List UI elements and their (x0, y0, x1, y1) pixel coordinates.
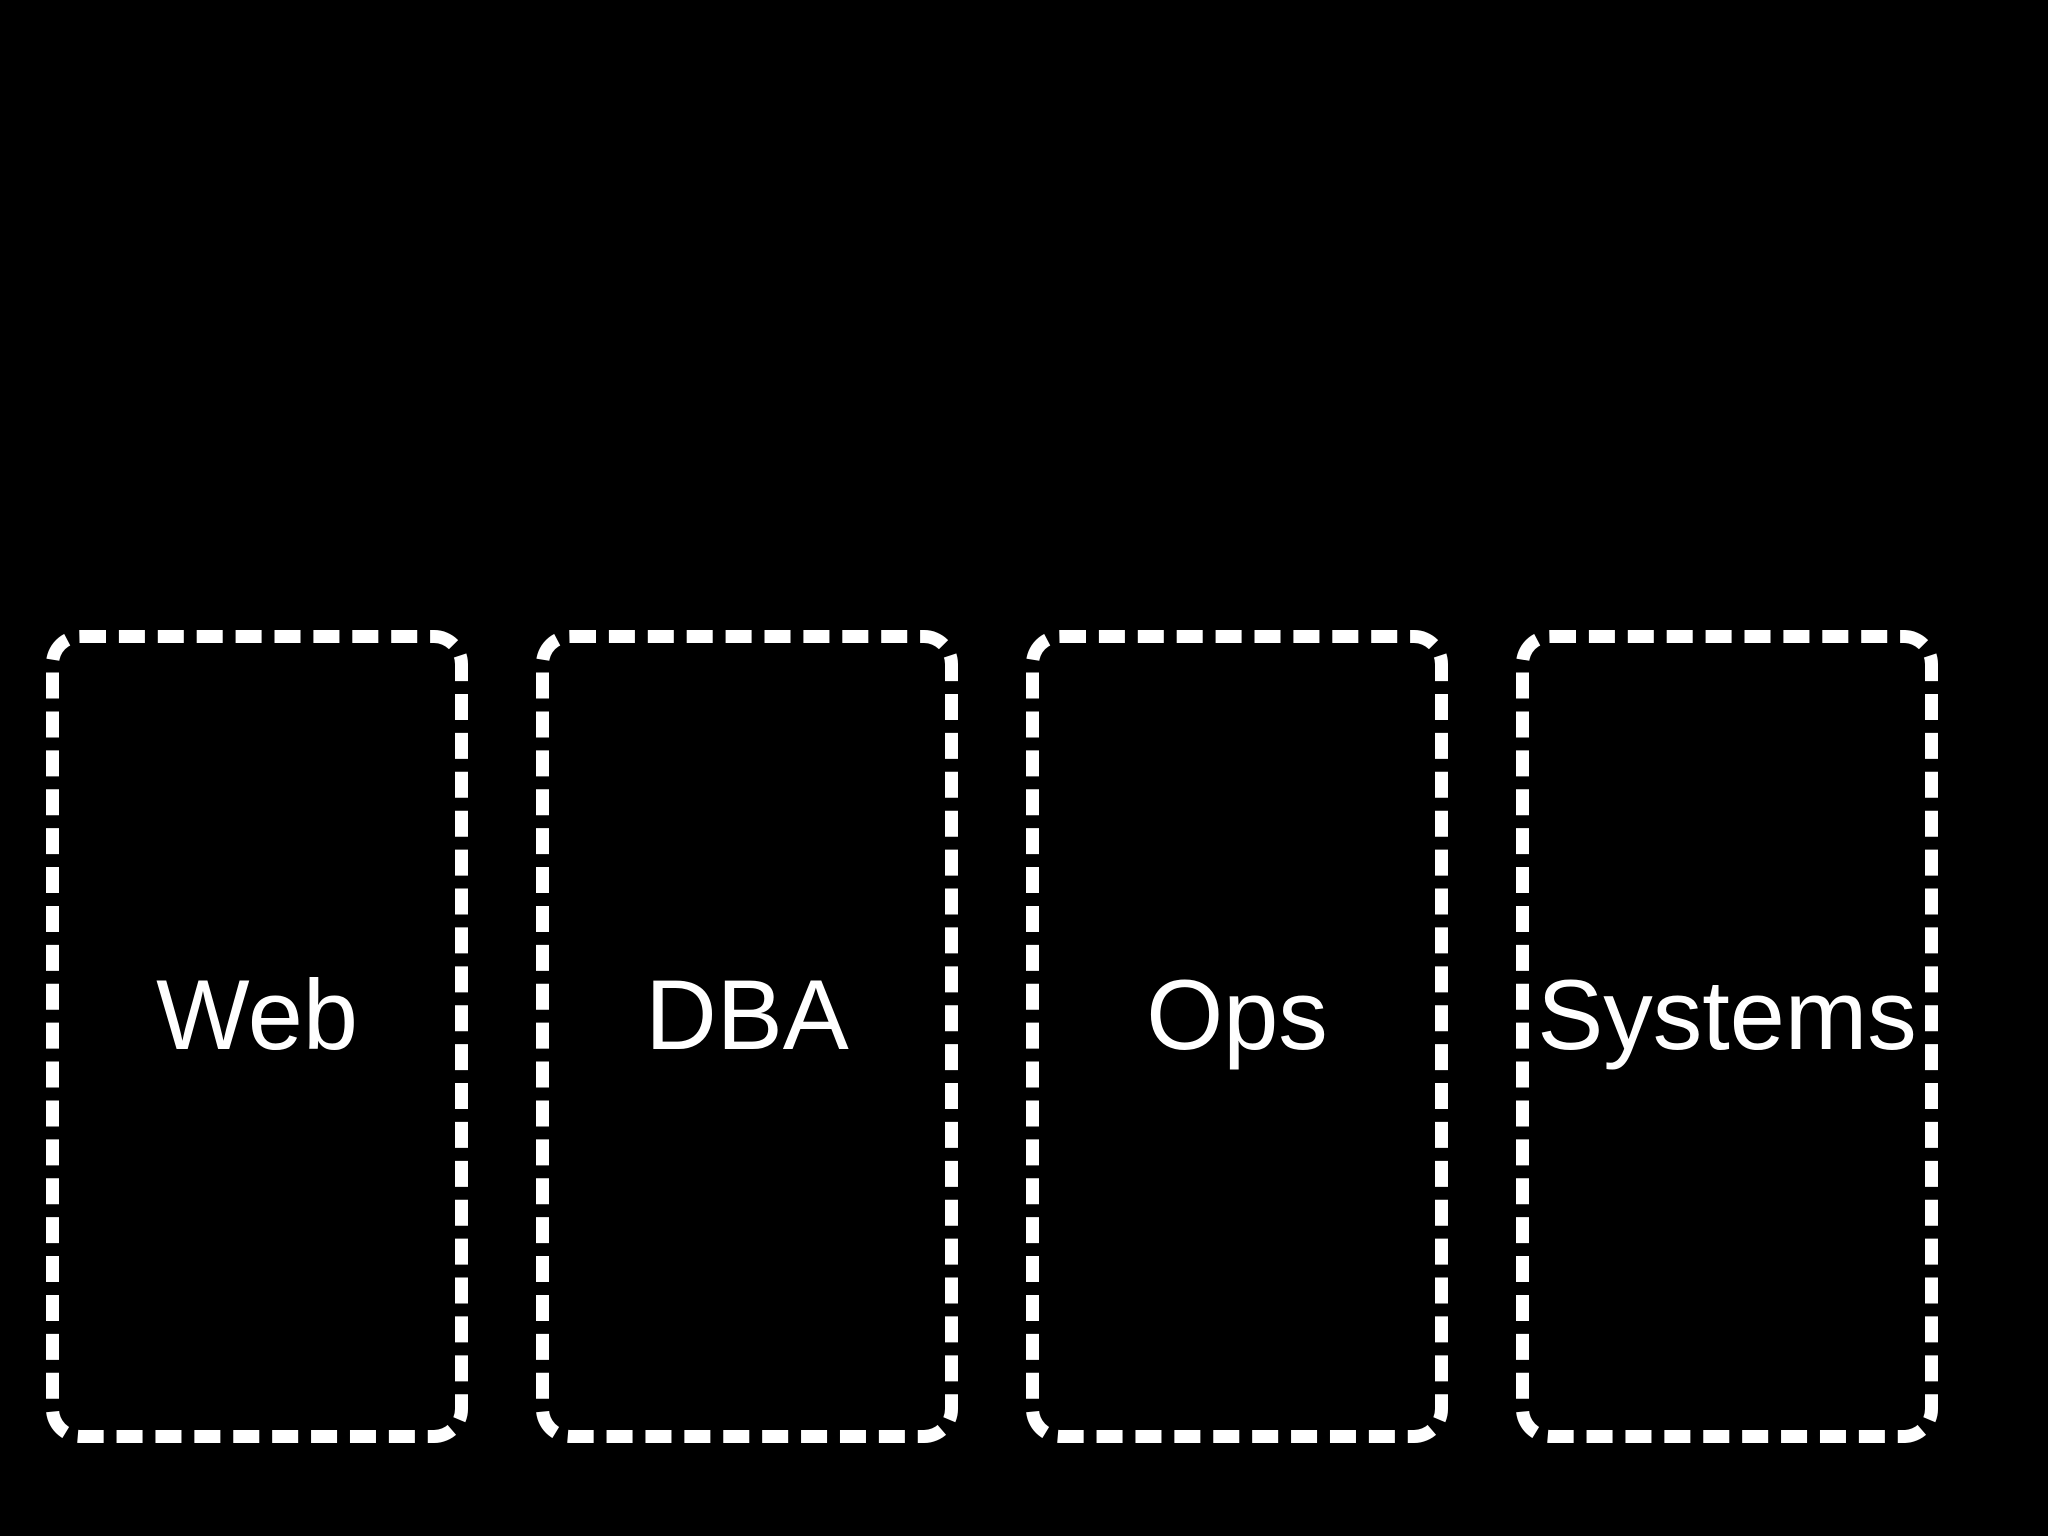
group-box-web-label: Web (156, 959, 358, 1070)
group-box-web[interactable]: Web (46, 630, 468, 1443)
group-box-dba[interactable]: DBA (536, 630, 958, 1443)
group-box-ops[interactable]: Ops (1026, 630, 1448, 1443)
group-box-row: Web DBA Ops Systems (46, 630, 2002, 1443)
group-box-dba-label: DBA (645, 959, 849, 1070)
group-box-ops-label: Ops (1146, 959, 1328, 1070)
group-box-systems-label: Systems (1537, 959, 1917, 1070)
group-box-systems[interactable]: Systems (1516, 630, 1938, 1443)
